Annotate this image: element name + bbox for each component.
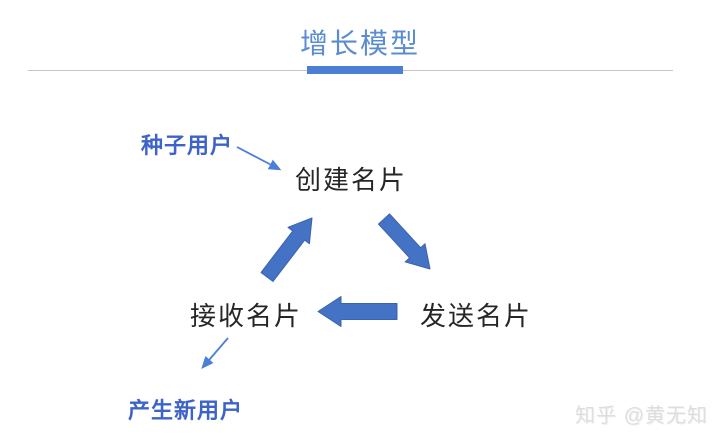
page-title: 增长模型	[299, 28, 420, 59]
arrow-receive-to-new-users	[201, 337, 229, 370]
node-receive-card: 接收名片	[190, 301, 303, 331]
title-underline	[307, 66, 403, 74]
label-seed-users: 种子用户	[141, 133, 234, 158]
arrow-send-to-receive	[317, 296, 398, 327]
node-create-card: 创建名片	[295, 165, 408, 195]
arrow-receive-to-create	[260, 217, 313, 282]
arrow-create-to-send	[378, 213, 431, 270]
arrow-seed-to-create	[236, 146, 282, 171]
label-new-users: 产生新用户	[128, 398, 244, 423]
watermark: 知乎 @黄无知	[575, 405, 708, 427]
node-send-card: 发送名片	[420, 301, 533, 331]
